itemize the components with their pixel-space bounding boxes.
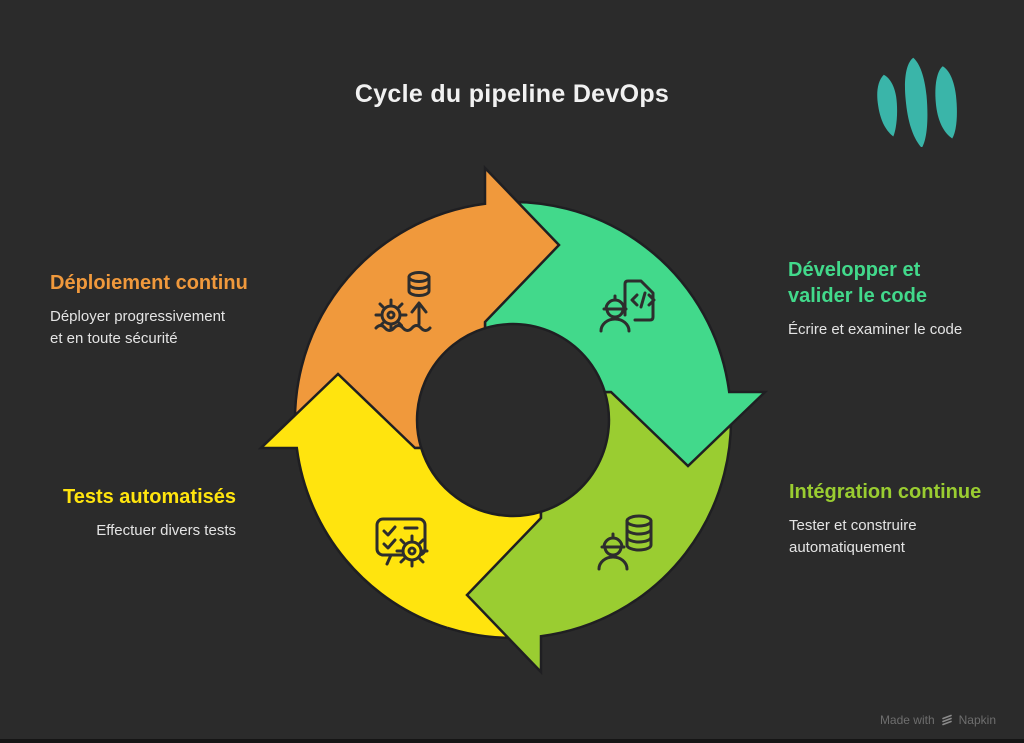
made-with-text: Made with bbox=[879, 713, 935, 727]
segment-label-tests: Tests automatisés Effectuer divers tests bbox=[16, 484, 236, 542]
arrow-segment-deploiement-continu bbox=[293, 164, 561, 450]
segment-heading: Déploiement continu bbox=[50, 272, 248, 294]
arrow-segment-tests-automatises-head-fill bbox=[261, 374, 500, 628]
segment-label-developper: Développer et valider le code Écrire et … bbox=[788, 257, 1018, 341]
napkin-logo-glyph bbox=[877, 57, 957, 148]
engineer-database-icon bbox=[592, 503, 668, 579]
segment-label-deploiement: Déploiement continu Déployer progressive… bbox=[50, 270, 300, 350]
segment-description: Tester et construire automatiquement bbox=[789, 517, 917, 556]
arrow-segment-tests-automatises-head-outline bbox=[257, 372, 500, 629]
segment-heading: Développer et valider le code bbox=[788, 259, 927, 307]
segment-description: Déployer progressivement et en toute séc… bbox=[50, 308, 226, 347]
segment-heading: Intégration continue bbox=[789, 481, 982, 503]
segment-label-integration: Intégration continue Tester et construir… bbox=[789, 479, 1019, 559]
segment-description: Écrire et examiner le code bbox=[788, 321, 963, 338]
checklist-gear-icon bbox=[367, 507, 443, 583]
segment-description: Effectuer divers tests bbox=[96, 522, 236, 539]
gear-wave-database-deploy-icon bbox=[372, 266, 448, 342]
arrow-segment-integration-continue bbox=[465, 390, 733, 676]
page-title: Cycle du pipeline DevOps bbox=[354, 80, 670, 108]
napkin-brand-text: Napkin bbox=[958, 713, 996, 727]
napkin-logo-icon bbox=[868, 52, 968, 148]
engineer-code-document-icon bbox=[595, 267, 671, 343]
made-with-napkin-badge: Made with Napkin bbox=[880, 713, 996, 727]
segment-heading: Tests automatisés bbox=[62, 486, 236, 508]
bottom-edge-strip bbox=[0, 739, 1024, 743]
napkin-mark-icon bbox=[941, 714, 952, 726]
arrow-segment-developper-valider bbox=[483, 200, 769, 468]
